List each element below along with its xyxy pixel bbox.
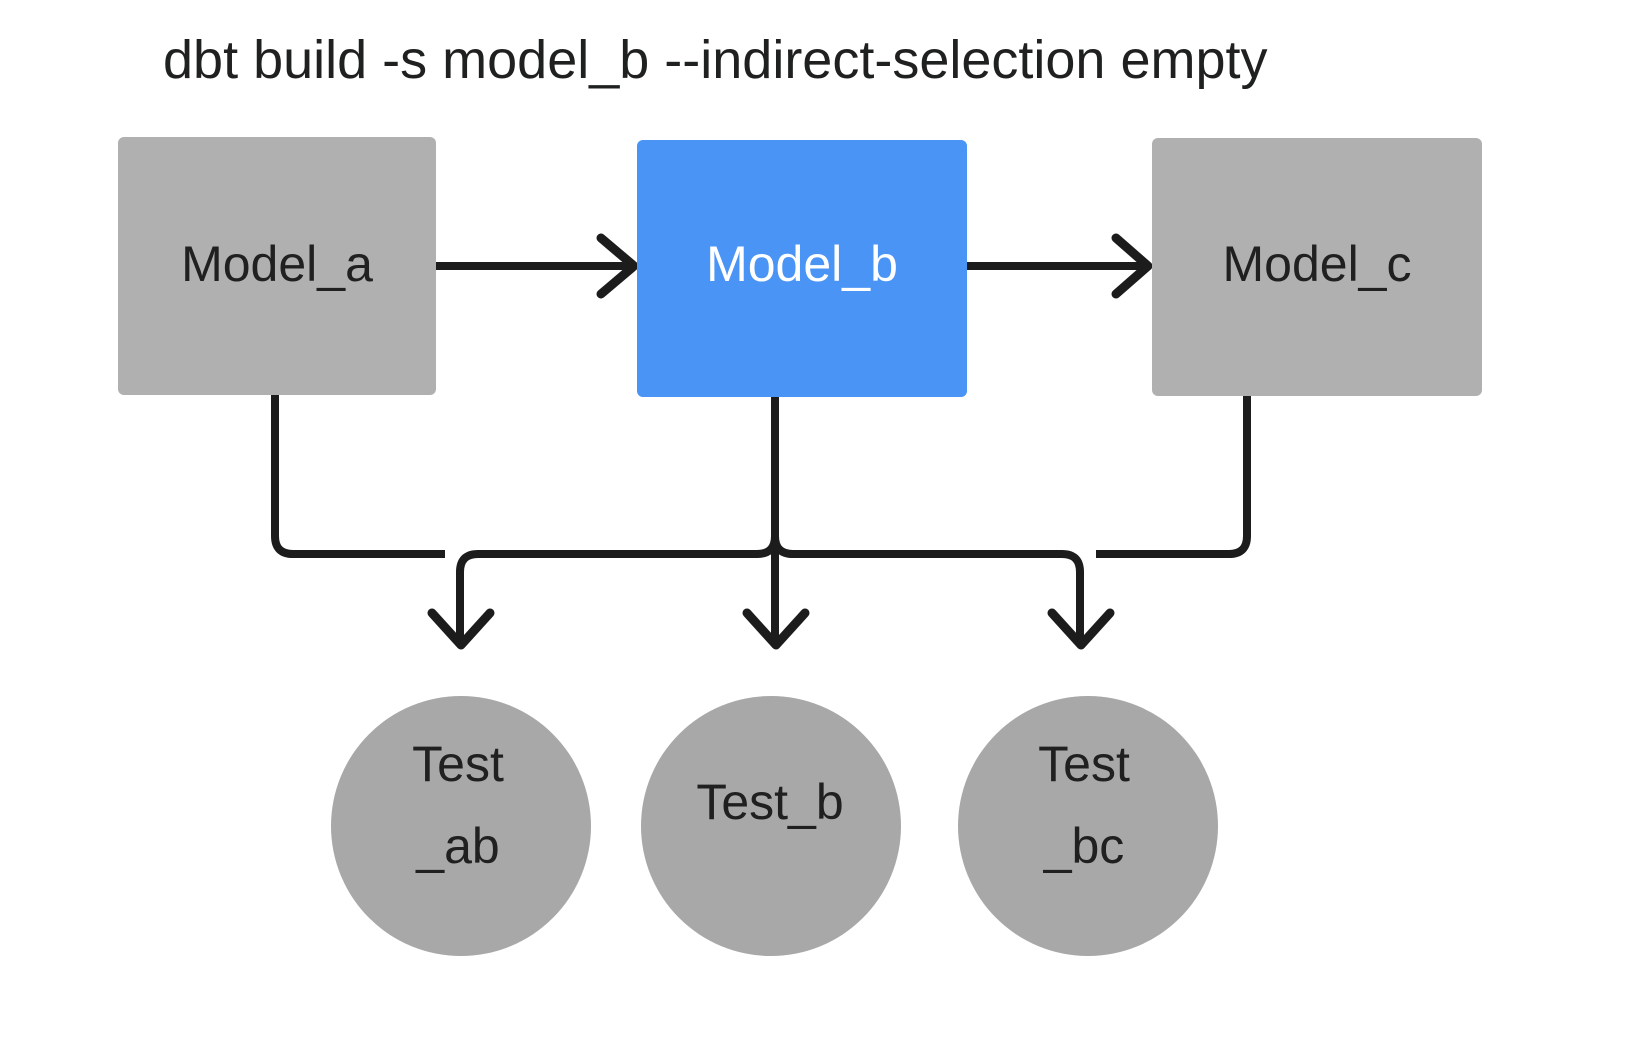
edge-model-a-to-model-b (436, 233, 639, 299)
edge-line (771, 397, 1084, 640)
model-node-model-c[interactable]: Model_c (1152, 138, 1482, 396)
edge-line (1096, 395, 1251, 558)
arrow-head-icon (1111, 233, 1153, 299)
test-ab-label-line2: _ab (415, 818, 499, 874)
edge-model-b-to-test-bc (771, 397, 1115, 650)
arrow-head-icon (1047, 608, 1115, 650)
test-node-test-ab[interactable]: Test _ab (331, 696, 591, 956)
model-a-shape[interactable] (118, 137, 436, 395)
test-bc-label-line1: Test (1038, 736, 1130, 792)
model-b-label: Model_b (706, 236, 898, 292)
test-ab-label-line1: Test (412, 736, 504, 792)
test-bc-label-line2: _bc (1043, 818, 1125, 874)
test-b-shape[interactable] (641, 696, 901, 956)
edge-model-b-to-test-ab (427, 397, 779, 650)
model-node-model-a[interactable]: Model_a (118, 137, 436, 395)
test-b-label-line1: Test_b (696, 774, 843, 830)
page-title: dbt build -s model_b --indirect-selectio… (163, 30, 1268, 90)
model-a-label: Model_a (181, 236, 373, 292)
model-node-model-b[interactable]: Model_b (637, 140, 967, 397)
edge-line (271, 395, 445, 558)
model-c-label: Model_c (1223, 236, 1412, 292)
arrow-head-icon (742, 608, 810, 650)
edge-line (456, 397, 779, 640)
edge-model-b-to-model-c (967, 233, 1153, 299)
test-node-test-bc[interactable]: Test _bc (958, 696, 1218, 956)
test-node-test-b[interactable]: Test_b (641, 696, 901, 956)
arrow-head-icon (596, 233, 639, 299)
arrow-head-icon (427, 608, 495, 650)
edge-model-a-to-test-ab (271, 395, 445, 558)
model-c-shape[interactable] (1152, 138, 1482, 396)
test-bc-shape[interactable] (958, 696, 1218, 956)
edge-layer (271, 233, 1251, 650)
model-b-shape[interactable] (637, 140, 967, 397)
test-ab-shape[interactable] (331, 696, 591, 956)
edge-model-c-to-test-bc (1096, 395, 1251, 558)
